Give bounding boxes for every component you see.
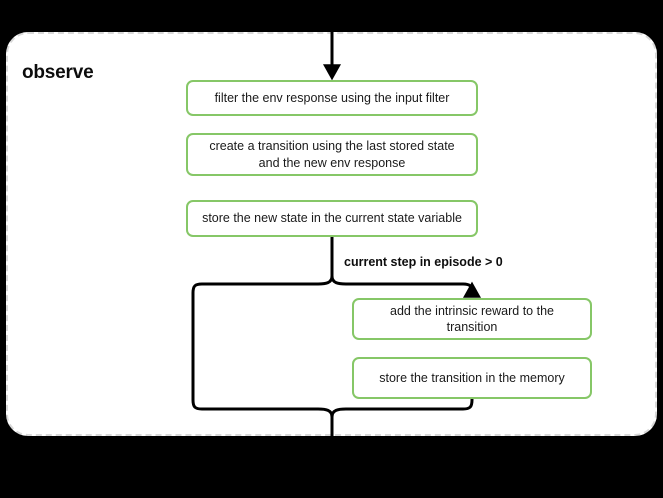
- branch-condition-label: current step in episode > 0: [344, 255, 503, 269]
- scope-title: observe: [22, 62, 94, 83]
- node-filter-env-response[interactable]: filter the env response using the input …: [186, 80, 478, 116]
- node-store-new-state[interactable]: store the new state in the current state…: [186, 200, 478, 237]
- node-store-transition-memory[interactable]: store the transition in the memory: [352, 357, 592, 399]
- node-add-intrinsic-reward[interactable]: add the intrinsic reward to the transiti…: [352, 298, 592, 340]
- node-create-transition[interactable]: create a transition using the last store…: [186, 133, 478, 176]
